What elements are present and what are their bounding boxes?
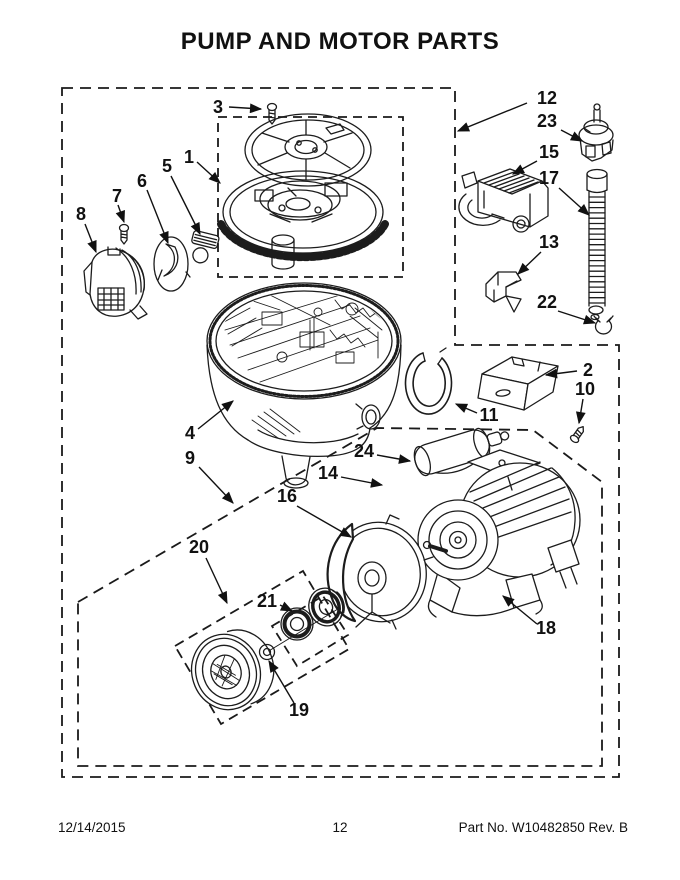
callout-9: 9 bbox=[185, 448, 195, 468]
footer-date: 12/14/2015 bbox=[58, 820, 126, 835]
part-21-seal-kit bbox=[280, 587, 345, 641]
part-20-impeller bbox=[190, 629, 275, 711]
part-7-screw bbox=[118, 223, 130, 245]
part-13-clip bbox=[485, 271, 522, 313]
callout-14: 14 bbox=[318, 463, 338, 483]
callout-7: 7 bbox=[112, 186, 122, 206]
callout-11: 11 bbox=[479, 405, 498, 425]
page-title: PUMP AND MOTOR PARTS bbox=[180, 28, 500, 55]
callout-1: 1 bbox=[184, 147, 194, 167]
assembly-boundary-9 bbox=[77, 427, 603, 767]
part-22-clamp bbox=[593, 315, 614, 335]
callout-5: 5 bbox=[162, 156, 172, 176]
callout-24: 24 bbox=[354, 441, 374, 461]
part-8-check-valve bbox=[83, 246, 148, 320]
part-16-volute bbox=[326, 514, 434, 630]
part-10-screw bbox=[569, 425, 584, 444]
leader-lines bbox=[84, 102, 597, 704]
part-1-spray-support bbox=[244, 113, 372, 187]
part-11-seal-ring bbox=[404, 347, 453, 415]
callout-22: 22 bbox=[537, 292, 557, 312]
part-23-valve bbox=[578, 103, 614, 162]
callout-4: 4 bbox=[185, 423, 195, 443]
callout-labels: 1 2 3 4 5 6 7 8 9 10 11 12 13 14 15 16 1… bbox=[76, 88, 595, 720]
part-17-fill-hose bbox=[586, 168, 608, 321]
assembly-boundary-1 bbox=[217, 116, 404, 278]
callout-18: 18 bbox=[536, 618, 556, 638]
part-5-wear-item bbox=[191, 230, 220, 264]
assembly-boundary-21 bbox=[270, 594, 350, 668]
callout-3: 3 bbox=[213, 97, 223, 117]
part-18-motor-assembly bbox=[417, 449, 581, 618]
callout-19: 19 bbox=[289, 700, 309, 720]
callout-2: 2 bbox=[583, 360, 593, 380]
callout-23: 23 bbox=[537, 111, 557, 131]
callout-10: 10 bbox=[575, 379, 595, 399]
callout-16: 16 bbox=[277, 486, 297, 506]
callout-12: 12 bbox=[537, 88, 557, 108]
part-1-gear-assembly bbox=[217, 170, 389, 270]
part-2-cover bbox=[477, 356, 559, 411]
callout-6: 6 bbox=[137, 171, 147, 191]
assembly-boundary-12 bbox=[61, 87, 620, 778]
callout-21: 21 bbox=[257, 591, 277, 611]
part-3-screw bbox=[266, 102, 278, 125]
callout-17: 17 bbox=[539, 168, 559, 188]
part-19-washer bbox=[258, 643, 276, 661]
part-6-diverter-disc bbox=[153, 236, 191, 292]
callout-15: 15 bbox=[539, 142, 559, 162]
callout-8: 8 bbox=[76, 204, 86, 224]
footer-part-number: Part No. W10482850 Rev. B bbox=[458, 820, 628, 835]
part-4-sump-assembly bbox=[206, 282, 402, 489]
callout-13: 13 bbox=[539, 232, 559, 252]
part-15-drain-pump bbox=[458, 168, 549, 233]
callout-20: 20 bbox=[189, 537, 209, 557]
footer-page-number: 12 bbox=[332, 820, 348, 835]
